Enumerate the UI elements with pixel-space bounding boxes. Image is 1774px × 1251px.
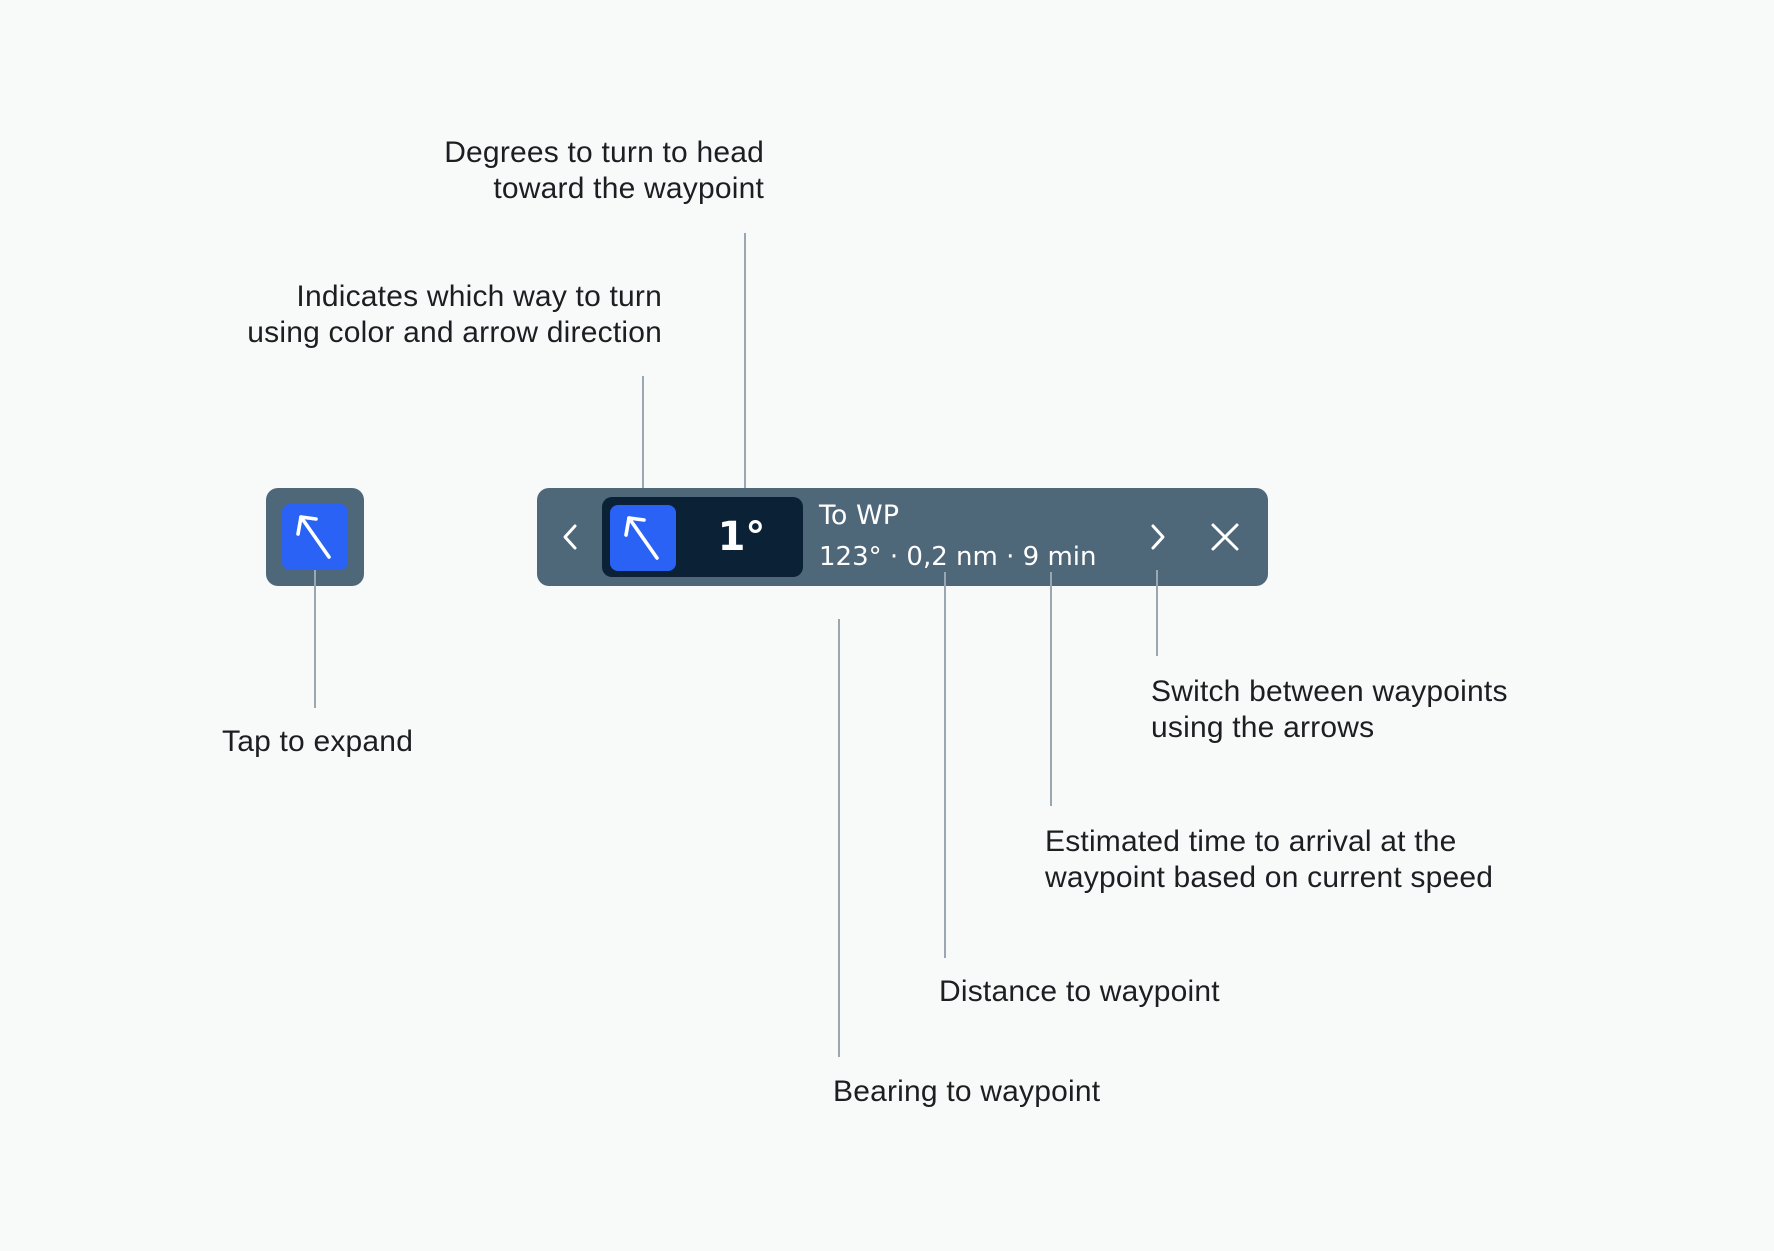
waypoint-bar: 1° To WP 123° · 0,2 nm · 9 min <box>537 488 1268 586</box>
switch-leader-line <box>1156 570 1158 656</box>
waypoint-name: To WP <box>819 500 899 531</box>
chevron-right-icon <box>1151 524 1165 550</box>
tap-expand-annotation: Tap to expand <box>222 725 414 758</box>
degrees-annotation-line-2: toward the waypoint <box>493 172 764 205</box>
turn-indicator <box>610 505 676 571</box>
degrees-to-turn-value: 1° <box>717 514 766 560</box>
eta-annotation-line-1: Estimated time to arrival at the <box>1045 825 1457 858</box>
switch-waypoints-annotation-line-2: using the arrows <box>1151 711 1375 744</box>
degrees-annotation: Degrees to turn to head toward the waypo… <box>444 135 764 207</box>
eta-annotation: Estimated time to arrival at the waypoin… <box>1045 824 1493 896</box>
switch-waypoints-annotation-line-1: Switch between waypoints <box>1151 675 1508 708</box>
collapsed-waypoint-widget[interactable] <box>266 488 364 586</box>
distance-annotation: Distance to waypoint <box>939 975 1220 1008</box>
chevron-left-icon <box>563 524 577 550</box>
turn-direction-annotation-line-2: using color and arrow direction <box>247 316 662 349</box>
degrees-annotation-line-1: Degrees to turn to head <box>444 136 764 169</box>
turn-direction-leader-line <box>642 376 644 516</box>
distance-leader-line <box>944 572 946 958</box>
turn-indicator <box>282 504 348 570</box>
tap-expand-leader-line <box>314 570 316 708</box>
close-icon <box>1211 523 1239 551</box>
bearing-annotation: Bearing to waypoint <box>833 1075 1101 1108</box>
next-waypoint-button[interactable] <box>1137 517 1177 557</box>
waypoint-stats: 123° · 0,2 nm · 9 min <box>819 542 1097 572</box>
arrow-up-left-icon <box>624 516 659 560</box>
previous-waypoint-button[interactable] <box>551 517 591 557</box>
degrees-leader-line <box>744 233 746 515</box>
eta-leader-line <box>1050 572 1052 806</box>
close-button[interactable] <box>1205 517 1245 557</box>
arrow-up-left-icon <box>296 515 331 559</box>
turn-direction-annotation-line-1: Indicates which way to turn <box>296 280 662 313</box>
switch-waypoints-annotation: Switch between waypoints using the arrow… <box>1151 674 1508 746</box>
turn-direction-annotation: Indicates which way to turn using color … <box>247 279 662 351</box>
bearing-leader-line <box>838 619 840 1057</box>
eta-annotation-line-2: waypoint based on current speed <box>1045 861 1494 894</box>
heading-panel: 1° <box>602 497 803 577</box>
